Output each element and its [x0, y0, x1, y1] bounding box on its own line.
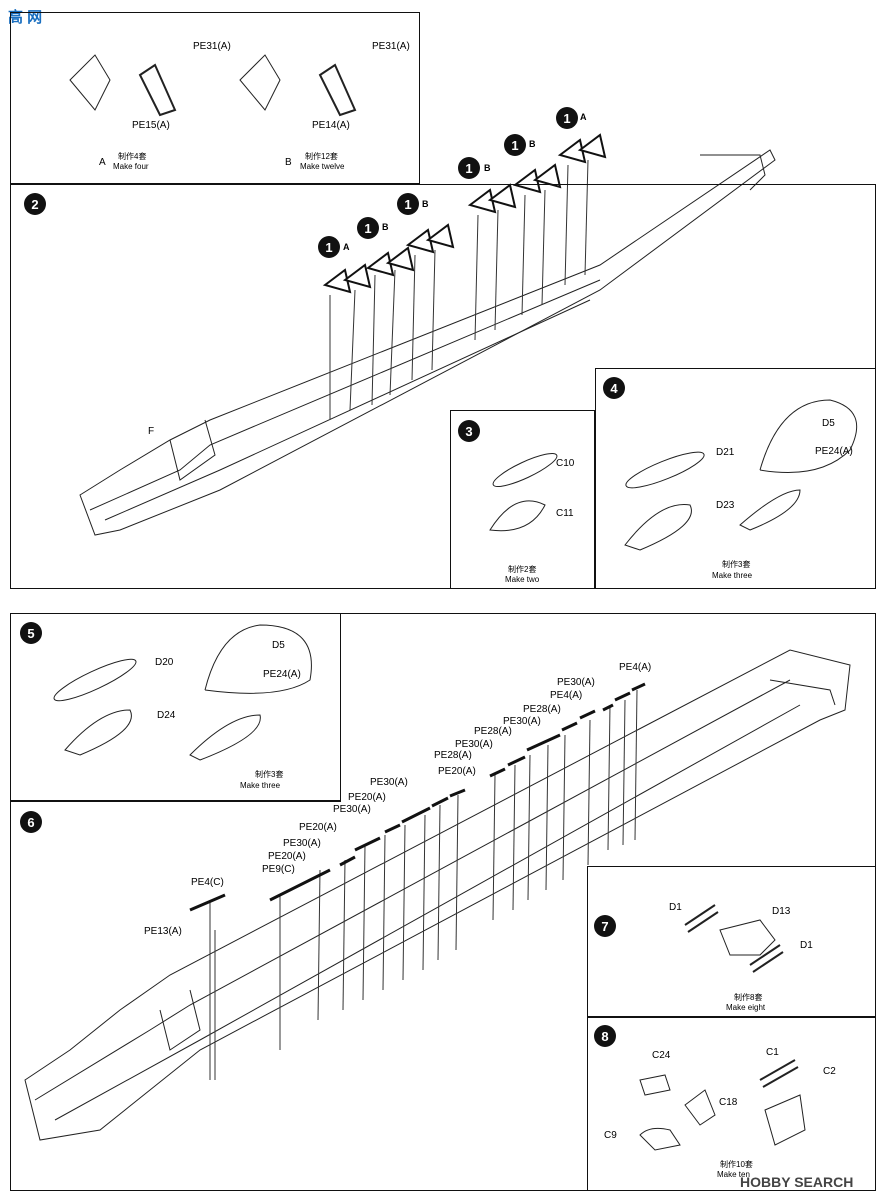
label-d24: D24	[157, 710, 176, 721]
label-pe4-a-2: PE4(A)	[550, 690, 583, 701]
sub-label-a-1: A	[343, 242, 350, 252]
caption-b-en: Make twelve	[300, 162, 345, 171]
caption-b-cn: 制作12套	[305, 152, 338, 161]
step-4-cn: 制作3套	[722, 560, 751, 569]
site-logo-bottom: HOBBY SEARCH	[740, 1174, 854, 1190]
step-5-badge: 5	[20, 622, 42, 644]
sub-step-1-a-2: 1	[556, 107, 578, 129]
label-d13: D13	[772, 906, 791, 917]
site-logo-top: 高 网	[8, 9, 43, 26]
sub-label-a-2: A	[580, 112, 587, 122]
label-c18: C18	[719, 1097, 738, 1108]
label-pe31-a-2: PE31(A)	[372, 41, 410, 52]
label-pe30-a-2: PE30(A)	[503, 716, 541, 727]
label-c9: C9	[604, 1130, 617, 1141]
label-pe13-a: PE13(A)	[144, 926, 182, 937]
label-d5-step5: D5	[272, 640, 285, 651]
sub-step-1-b-1: 1	[357, 217, 379, 239]
sub-step-1-a-1: 1	[318, 236, 340, 258]
label-c10: C10	[556, 458, 575, 469]
sub-label-b-2: B	[422, 199, 429, 209]
step-3-badge: 3	[458, 420, 480, 442]
label-pe30-a-6: PE30(A)	[283, 838, 321, 849]
label-pe20-a-3: PE20(A)	[299, 822, 337, 833]
caption-b-letter: B	[285, 157, 292, 168]
step-2-badge: 2	[24, 193, 46, 215]
step-7-cn: 制作8套	[734, 993, 763, 1002]
panel-step-8	[587, 1017, 876, 1191]
label-pe20-a-4: PE20(A)	[268, 851, 306, 862]
label-c2: C2	[823, 1066, 836, 1077]
panel-parts-top	[10, 12, 420, 184]
label-pe24-a-step5: PE24(A)	[263, 669, 301, 680]
label-c24: C24	[652, 1050, 671, 1061]
label-pe30-a-5: PE30(A)	[333, 804, 371, 815]
sub-step-1-b-4: 1	[504, 134, 526, 156]
label-d23: D23	[716, 500, 735, 511]
panel-step-7	[587, 866, 876, 1017]
label-d21: D21	[716, 447, 735, 458]
sub-label-b-3: B	[484, 163, 491, 173]
label-pe28-a-3: PE28(A)	[434, 750, 472, 761]
step-5-cn: 制作3套	[255, 770, 284, 779]
label-f: F	[148, 426, 155, 437]
panel-step-4	[595, 368, 876, 589]
label-pe20-a-2: PE20(A)	[348, 792, 386, 803]
sub-label-b-1: B	[382, 222, 389, 232]
label-d1-top: D1	[669, 902, 682, 913]
step-4-en: Make three	[712, 571, 753, 580]
caption-a-en: Make four	[113, 162, 149, 171]
divider-step-5-6	[10, 801, 341, 802]
step-8-badge: 8	[594, 1025, 616, 1047]
label-pe14-a: PE14(A)	[312, 120, 350, 131]
label-pe28-a-1: PE28(A)	[523, 704, 561, 715]
label-pe30-a-1: PE30(A)	[557, 677, 595, 688]
panel-step-3	[450, 410, 595, 589]
label-pe30-a-4: PE30(A)	[370, 777, 408, 788]
step-3-cn: 制作2套	[508, 565, 537, 574]
label-pe24-a-step4: PE24(A)	[815, 446, 853, 457]
label-pe9-c: PE9(C)	[262, 864, 295, 875]
step-8-en: Make ten	[717, 1170, 750, 1179]
label-c11: C11	[556, 508, 574, 519]
label-pe15-a: PE15(A)	[132, 120, 170, 131]
label-pe28-a-2: PE28(A)	[474, 726, 512, 737]
step-5-en: Make three	[240, 781, 281, 790]
step-4-badge: 4	[603, 377, 625, 399]
step-7-badge: 7	[594, 915, 616, 937]
step-6-badge: 6	[20, 811, 42, 833]
label-pe4-c: PE4(C)	[191, 877, 224, 888]
label-c1: C1	[766, 1047, 779, 1058]
label-pe30-a-3: PE30(A)	[455, 739, 493, 750]
label-pe31-a-1: PE31(A)	[193, 41, 231, 52]
step-7-en: Make eight	[726, 1003, 766, 1012]
label-pe4-a-1: PE4(A)	[619, 662, 652, 673]
label-d5-step4: D5	[822, 418, 835, 429]
label-d1-bottom: D1	[800, 940, 813, 951]
caption-a-cn: 制作4套	[118, 152, 147, 161]
step-8-cn: 制作10套	[720, 1160, 753, 1169]
label-d20: D20	[155, 657, 174, 668]
sub-step-1-b-2: 1	[397, 193, 419, 215]
sub-step-1-b-3: 1	[458, 157, 480, 179]
label-pe20-a-1: PE20(A)	[438, 766, 476, 777]
sub-label-b-4: B	[529, 139, 536, 149]
caption-a-letter: A	[99, 157, 106, 168]
step-3-en: Make two	[505, 575, 540, 584]
